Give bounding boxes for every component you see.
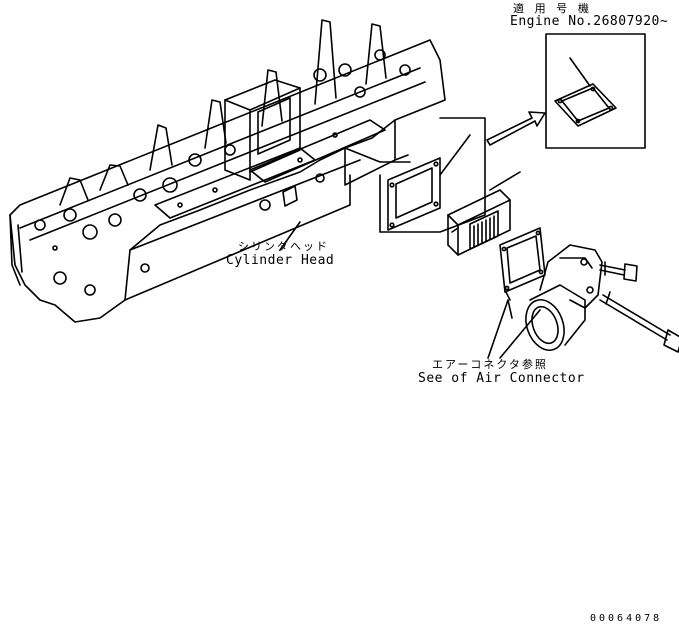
cylinder-head [9,19,446,323]
inset-box [545,33,646,149]
engine-serial-label: Engine No.26807920~ [510,14,669,29]
air-connector-label-jp: エアーコネクタ参照 [432,358,548,371]
cylinder-head-label: Cylinder Head [226,253,335,268]
air-connector-reference-label: See of Air Connector [418,371,585,386]
leader-line-connector [499,309,541,359]
bolt-long [599,291,679,353]
cylinder-head-label-jp: シリンダヘッド [238,240,329,253]
bolt-short [599,261,638,282]
intake-heater [447,171,521,256]
connector-gasket [499,227,546,301]
leader-line-gasket [487,299,513,359]
air-connector [525,244,603,351]
intake-gasket [387,157,441,231]
drawing-number: 00064078 [590,613,663,624]
leader-line-head [279,221,301,251]
direction-arrow [486,111,546,146]
applicable-serial-label-jp: 適 用 号 機 [513,2,591,15]
